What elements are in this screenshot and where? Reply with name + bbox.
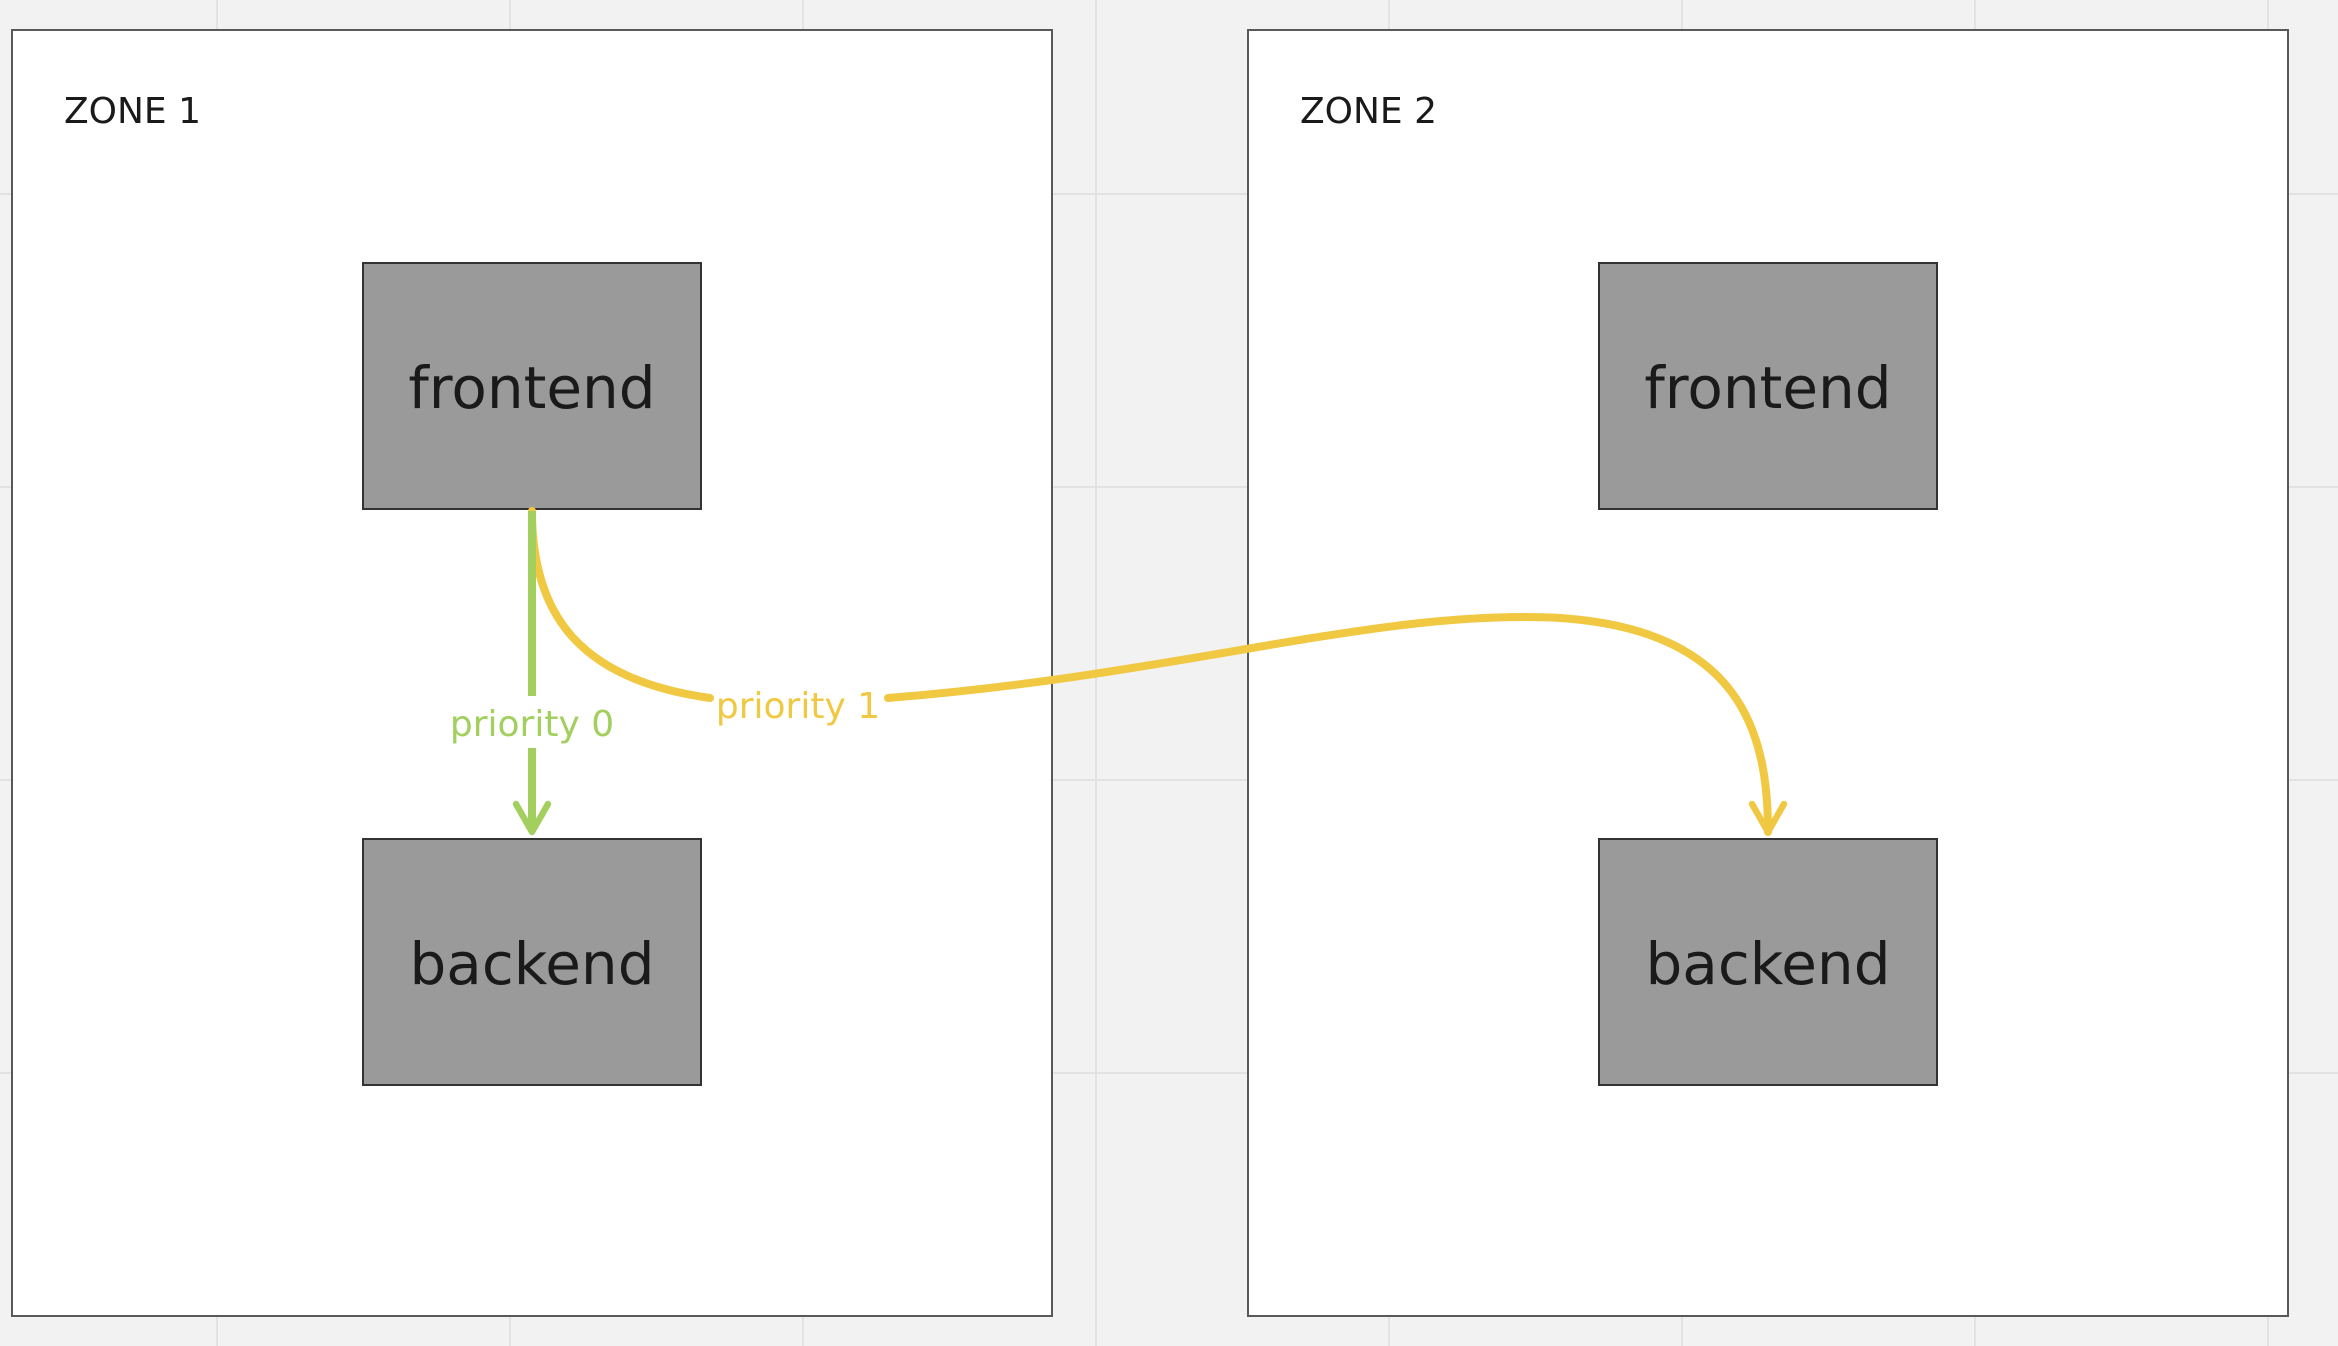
zone-2-title: ZONE 2 <box>1300 91 1437 132</box>
edge-priority-0[interactable]: priority 0 <box>450 511 614 836</box>
zone-2-frontend-label: frontend <box>1644 354 1891 422</box>
zone-1-backend-label: backend <box>409 930 654 998</box>
zone-2[interactable]: ZONE 2 <box>1247 29 2289 1317</box>
edge-priority-1-line-continued <box>884 612 1788 836</box>
edge-priority-0-label: priority 0 <box>450 704 614 745</box>
zone-1-frontend-label: frontend <box>408 354 655 422</box>
zone-2-backend-node[interactable]: backend <box>1598 838 1938 1086</box>
edge-priority-1[interactable]: priority 1 <box>528 507 1788 836</box>
zone-2-frontend-node[interactable]: frontend <box>1598 262 1938 510</box>
zone-1-frontend-node[interactable]: frontend <box>362 262 702 510</box>
edge-priority-1-label: priority 1 <box>716 686 880 727</box>
zone-1-backend-node[interactable]: backend <box>362 838 702 1086</box>
zone-2-frame <box>1247 29 2289 1317</box>
zone-2-backend-label: backend <box>1645 930 1890 998</box>
zone-1-title: ZONE 1 <box>64 91 201 132</box>
